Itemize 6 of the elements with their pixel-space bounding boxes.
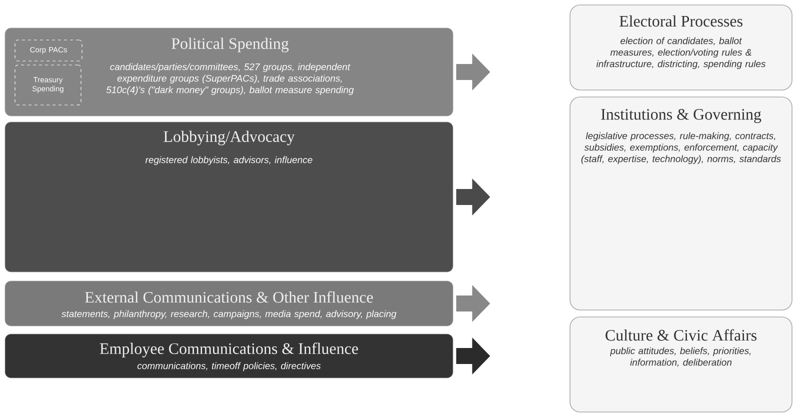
category-box: Employee Communications & Influence communications, timeoff policies, directives — [4, 334, 454, 378]
category-box: Culture & Civic Affairs public attitudes, beliefs, priorities, information, deliberation — [570, 316, 792, 412]
category-box: Lobbying/Advocacy registered lobbyists, advisors, influence — [4, 122, 454, 272]
category-box: External Communications & Other Influence statements, philanthropy, research, campaigns, media spend, advisory, placing — [4, 280, 454, 326]
category-box: Institutions & Governing legislative processes, rule-making, contracts, subsidies, exemptions, enforcement, capacity (staff, expertise, technology), norms, standards — [570, 96, 792, 310]
category-box: Electoral Processes election of candidates, ballot measures, election/voting rules & infrastructure, districting, spending rules — [570, 4, 792, 90]
